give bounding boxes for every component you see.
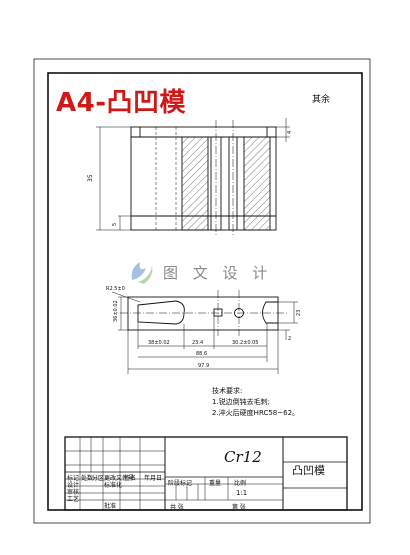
dim-plan-seg-3: 30.2±0.05 (232, 340, 258, 346)
tb-label-sheet: 第 张 (232, 504, 246, 511)
dim-front-step-top: 4 (287, 131, 293, 134)
tb-label-count: 处数 (81, 475, 94, 482)
material-label: Cr12 (224, 448, 262, 466)
tb-label-weight: 重量 (209, 480, 222, 487)
dim-plan-right-height: 23 (296, 310, 302, 316)
tb-scale-value: 1:1 (236, 489, 248, 497)
title-block (64, 436, 348, 511)
dim-plan-overall-inner: 88.6 (196, 351, 207, 357)
watermark-text: 图 文 设 计 (163, 264, 273, 282)
tb-label-scale: 比例 (234, 480, 247, 487)
dim-front-height: 35 (87, 174, 94, 182)
dim-plan-left-height: 36±0.02 (113, 300, 119, 322)
note-item: 2.淬火后硬度HRC58~62。 (212, 409, 300, 417)
note-item: 1.锐边倒钝去毛刺; (212, 398, 271, 406)
tb-label-sheets: 共 张 (170, 504, 184, 511)
tb-label-mark: 标记 (67, 475, 80, 482)
tb-label-change: 更改文件号 (104, 475, 135, 482)
dim-front-step-bottom: 5 (112, 223, 118, 226)
notes-heading: 技术要求: (212, 387, 243, 395)
roughness-note: 其余 (312, 95, 331, 105)
watermark-logo-icon (131, 262, 153, 284)
technical-notes: 技术要求: 1.锐边倒钝去毛刺; 2.淬火后硬度HRC58~62。 (212, 386, 299, 419)
tb-label-process: 工艺 (67, 496, 80, 503)
plan-view (111, 290, 298, 374)
outer-border (33, 58, 371, 524)
dim-plan-seg-1: 38±0.02 (148, 340, 170, 346)
drawing-title: A4-凸凹模 (56, 88, 187, 118)
tb-label-approve: 批准 (104, 503, 117, 510)
dim-plan-top-left: R2.5±0 (106, 286, 125, 292)
tb-label-sign: 签名 (124, 475, 137, 482)
dim-plan-seg-2: 23.4 (192, 340, 203, 346)
tb-label-std: 标准化 (104, 482, 123, 489)
tb-label-date: 年月日 (144, 475, 163, 482)
tb-label-stage: 阶段标记 (168, 480, 193, 487)
tb-label-zone: 分区 (92, 475, 105, 482)
front-view (96, 118, 290, 236)
tb-label-review: 审核 (67, 489, 80, 496)
part-name: 凸凹模 (292, 464, 325, 477)
dim-plan-right-small: 2 (288, 336, 291, 342)
tb-label-design: 设计 (67, 482, 80, 489)
dim-plan-overall: 97.9 (198, 363, 209, 369)
